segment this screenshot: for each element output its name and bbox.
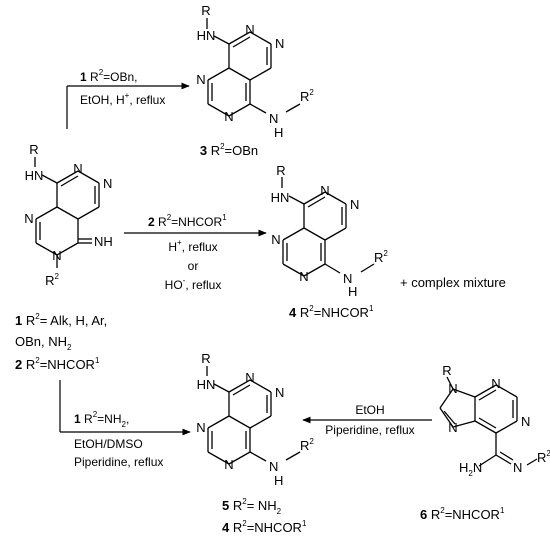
n-atom-label: N [196,72,205,87]
compound-1-structure: R HN N N N N NH R2 [24,142,112,288]
side-product-label: + complex mixture [400,275,506,290]
compound-1-line-2: OBn, NH2 [15,334,72,352]
n-atom-label: N [275,385,284,400]
n-atom-label: N [103,176,112,191]
r-substituent-label: R [201,3,210,18]
n-atom-label: N [245,370,254,385]
hn-label: HN [197,377,216,392]
n-atom-label: N [320,183,329,198]
arrow-middle-conditions: 2 R2=NHCOR1 H+, reflux or HO-, reflux [148,213,227,292]
arrow-middle-line-3: or [188,259,199,273]
r-substituent-label: R [29,142,38,157]
compound-2-line: 2 R2=NHCOR1 [15,356,100,372]
compound-5-label: 5 R2= NH2 4 R2=NHCOR1 [222,497,307,535]
n-atom-label: N [491,376,500,391]
n-atom-label: N [224,457,233,472]
arrow-right-line-2: Piperidine, reflux [325,423,414,437]
arrow-right-conditions: EtOH Piperidine, reflux [325,403,414,437]
arrow-top-line-2: EtOH, H+, reflux [80,91,165,107]
arrow-bottom-line-2: EtOH/DMSO [74,437,143,451]
compound-6-label: 6 R2=NHCOR1 [420,506,505,522]
arrow-bottom [59,380,191,436]
amine-h2n-label: H2N [459,460,482,478]
n-atom-label: N [448,420,457,435]
arrow-bottom-line-1: 1 R2=NH2, [74,410,129,429]
arrow-middle-line-1: 2 R2=NHCOR1 [148,213,227,229]
arrow-top-conditions: 1 R2=OBn, EtOH, H+, reflux [80,68,165,107]
n-atom-label: N [350,197,359,212]
n-atom-label: N [513,460,522,475]
arrow-bottom-line-3: Piperidine, reflux [74,455,163,469]
n-atom-label: N [52,248,61,263]
n-atom-label: N [275,36,284,51]
r2-substituent-label: R2 [300,88,314,104]
n-atom-label: N [196,420,205,435]
imine-nh-label: NH [94,234,113,249]
compound-4-alt-line: 4 R2=NHCOR1 [222,519,307,535]
hn-label: HN [25,168,44,183]
compound-4-label: 4 R2=NHCOR1 [289,304,374,320]
n-atom-label: N [245,22,254,37]
r2-substituent-label: R2 [300,437,314,453]
r2-substituent-label: R2 [45,272,59,288]
compound-5-line: 5 R2= NH2 [222,497,282,516]
n-atom-label: N [73,161,82,176]
r-substituent-label: R [442,363,451,378]
compound-3-label: 3 R2=OBn [200,142,258,158]
arrow-middle-line-2: H+, reflux [168,238,217,254]
n-atom-label: N [521,414,530,429]
n-atom-label: N [24,211,33,226]
hn-label: HN [271,190,290,205]
r-substituent-label: R [201,351,210,366]
arrow-right-line-1: EtOH [355,403,384,417]
n-atom-label: N [448,381,457,396]
n-atom-label: N [224,109,233,124]
compound-1-label: 1 R2= Alk, H, Ar, OBn, NH2 2 R2=NHCOR1 [15,312,107,372]
arrow-top [66,82,190,129]
arrow-top-line-1: 1 R2=OBn, [80,68,138,84]
compound-1-line-1: 1 R2= Alk, H, Ar, [15,312,107,328]
r2-substituent-label: R2 [374,249,388,265]
compound-6-structure: R N N N N H2N N R2 [439,363,550,478]
arrow-bottom-conditions: 1 R2=NH2, EtOH/DMSO Piperidine, reflux [74,410,163,469]
r2-substituent-label: R2 [537,449,550,465]
n-atom-label: N [299,269,308,284]
n-atom-label: N [271,232,280,247]
arrow-middle-line-4: HO-, reflux [165,276,222,292]
r-substituent-label: R [276,163,285,178]
hn-label: HN [197,28,216,43]
